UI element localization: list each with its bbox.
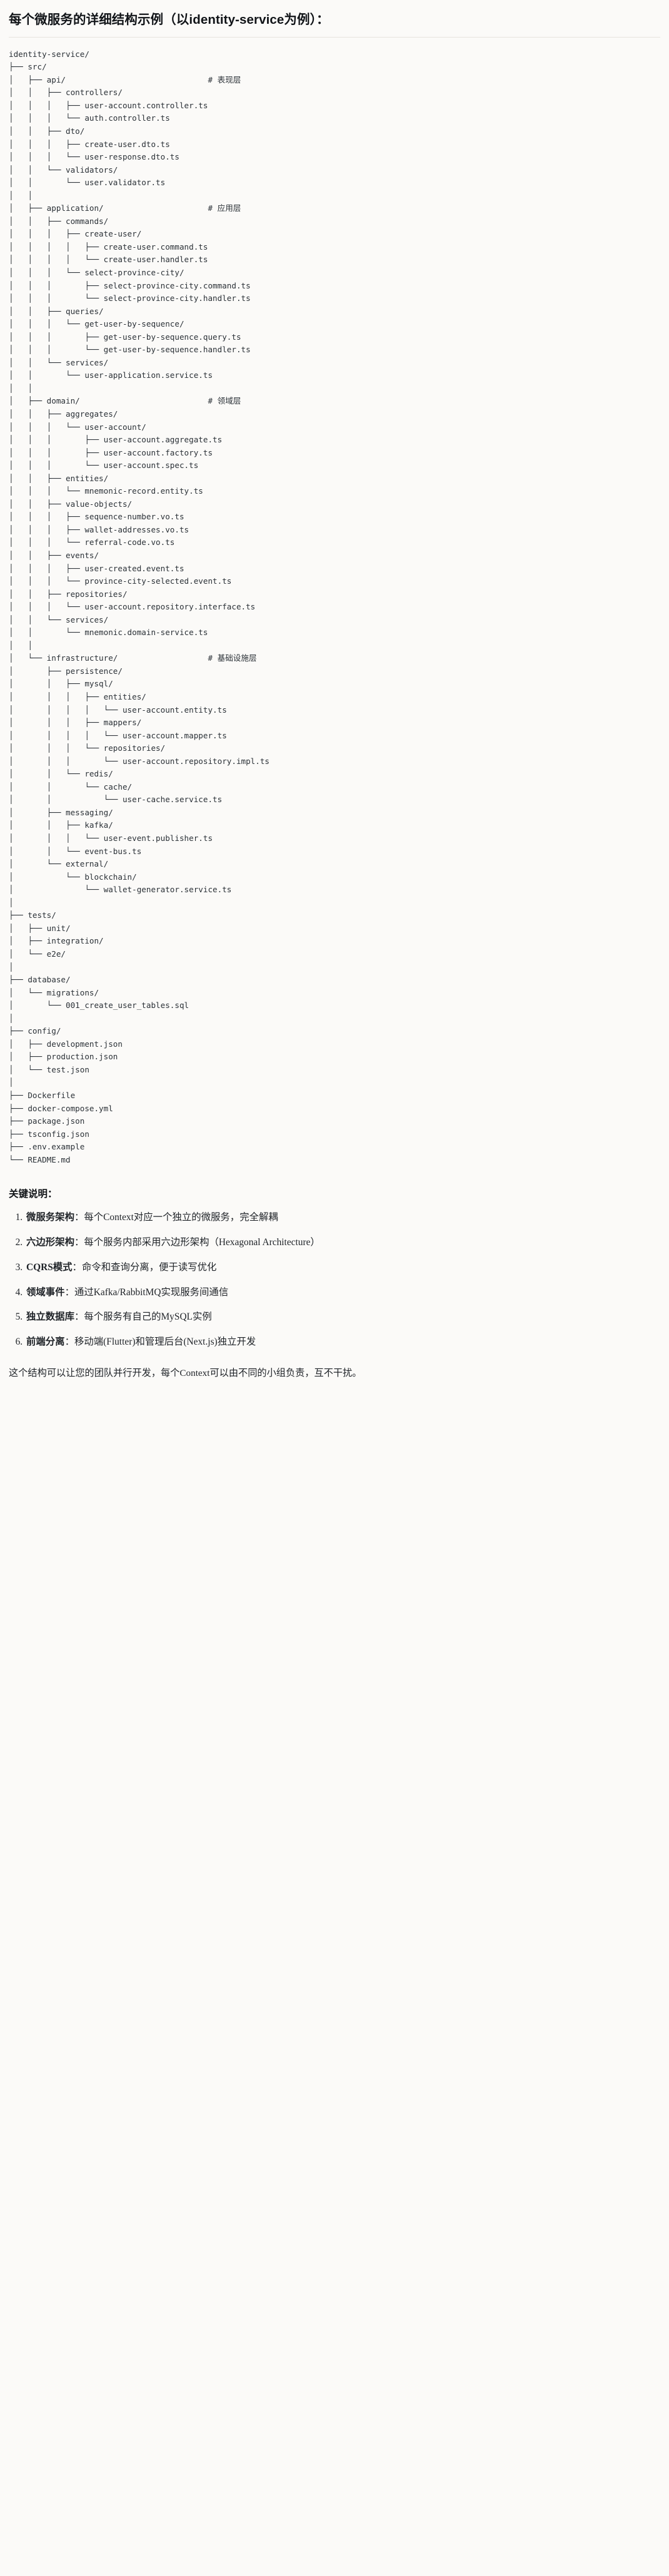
key-point-description: 每个服务内部采用六边形架构（Hexagonal Architecture） (84, 1236, 320, 1248)
key-point-description: 每个Context对应一个独立的微服务，完全解耦 (84, 1211, 278, 1223)
key-point-separator: ： (74, 1311, 84, 1323)
list-item: 领域事件：通过Kafka/RabbitMQ实现服务间通信 (25, 1285, 660, 1300)
key-point-description: 移动端(Flutter)和管理后台(Next.js)独立开发 (74, 1336, 256, 1348)
key-point-description: 命令和查询分离，便于读写优化 (81, 1261, 217, 1273)
list-item: 前端分离：移动端(Flutter)和管理后台(Next.js)独立开发 (25, 1335, 660, 1350)
key-point-term: CQRS模式 (26, 1261, 73, 1273)
key-point-term: 六边形架构 (26, 1236, 74, 1248)
key-point-separator: ： (72, 1261, 82, 1273)
key-points-list: 微服务架构：每个Context对应一个独立的微服务，完全解耦 六边形架构：每个服… (9, 1210, 660, 1350)
key-point-term: 微服务架构 (26, 1211, 74, 1223)
list-item: 独立数据库：每个服务有自己的MySQL实例 (25, 1310, 660, 1325)
key-point-separator: ： (74, 1236, 84, 1248)
key-point-separator: ： (64, 1336, 74, 1348)
list-item: CQRS模式：命令和查询分离，便于读写优化 (25, 1260, 660, 1275)
directory-tree-code-block: identity-service/ ├── src/ │ ├── api/ # … (9, 48, 660, 1167)
key-point-separator: ： (74, 1211, 84, 1223)
directory-tree: identity-service/ ├── src/ │ ├── api/ # … (9, 49, 270, 1164)
key-point-term: 领域事件 (26, 1286, 65, 1298)
page-title: 每个微服务的详细结构示例（以identity-service为例）： (9, 0, 660, 38)
key-point-separator: ： (64, 1286, 74, 1298)
key-point-description: 通过Kafka/RabbitMQ实现服务间通信 (74, 1286, 229, 1298)
key-point-description: 每个服务有自己的MySQL实例 (84, 1311, 212, 1323)
key-point-term: 独立数据库 (26, 1311, 74, 1323)
document-page: 每个微服务的详细结构示例（以identity-service为例）： ident… (0, 0, 669, 1390)
list-item: 六边形架构：每个服务内部采用六边形架构（Hexagonal Architectu… (25, 1235, 660, 1250)
closing-paragraph: 这个结构可以让您的团队并行开发，每个Context可以由不同的小组负责，互不干扰… (9, 1368, 362, 1379)
key-point-term: 前端分离 (26, 1336, 65, 1348)
list-item: 微服务架构：每个Context对应一个独立的微服务，完全解耦 (25, 1210, 660, 1225)
key-points-title: 关键说明： (9, 1189, 58, 1200)
